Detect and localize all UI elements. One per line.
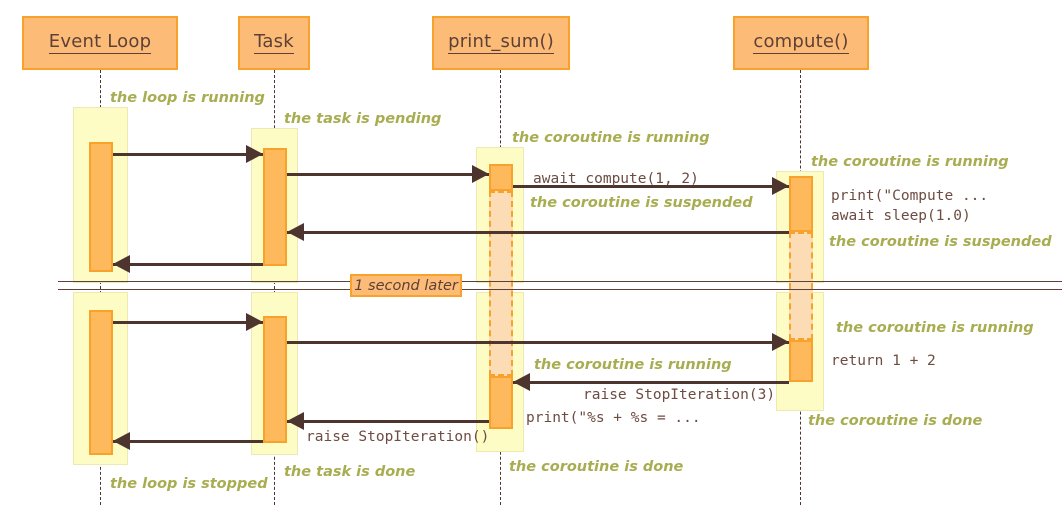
state-note-label: the coroutine is running xyxy=(811,154,1009,170)
activation-compute-running xyxy=(789,176,813,232)
message-arrowhead-m10 xyxy=(113,432,130,450)
code-label: await compute(1, 2) xyxy=(533,171,699,187)
message-arrowhead-m2 xyxy=(472,165,489,183)
activation-event-loop-running xyxy=(89,310,113,455)
participant-label: Event Loop xyxy=(48,31,152,55)
delay-divider-label: 1 second later xyxy=(350,274,462,297)
code-label: await sleep(1.0) xyxy=(831,208,971,224)
activation-print-sum-suspended xyxy=(489,191,513,376)
activation-event-loop-running xyxy=(89,142,113,272)
activation-task-running xyxy=(263,148,287,266)
state-note-label: the coroutine is suspended xyxy=(530,195,753,211)
activation-print-sum-running xyxy=(489,164,513,191)
lifeline-task xyxy=(274,70,275,505)
delay-divider-rule-1 xyxy=(58,281,1062,282)
message-arrowhead-m8 xyxy=(513,373,530,391)
message-line-m8 xyxy=(513,381,789,384)
lifeline-event-loop xyxy=(100,70,101,505)
participant-task[interactable]: Task xyxy=(238,16,310,70)
code-label: return 1 + 2 xyxy=(831,353,936,369)
message-line-m3 xyxy=(513,185,789,188)
message-line-m4 xyxy=(287,231,789,234)
participant-event-loop[interactable]: Event Loop xyxy=(22,16,178,70)
message-arrowhead-m9 xyxy=(287,412,304,430)
message-line-m6 xyxy=(113,321,263,324)
message-line-m7 xyxy=(287,341,789,344)
code-label: raise StopIteration(3) xyxy=(583,387,776,403)
state-note-label: the coroutine is running xyxy=(836,320,1034,336)
state-note-label: the coroutine is suspended xyxy=(829,234,1052,250)
state-note-label: the coroutine is done xyxy=(808,413,983,429)
activation-compute-suspended xyxy=(789,232,813,340)
message-arrowhead-m1 xyxy=(246,145,263,163)
state-note-label: the task is pending xyxy=(284,111,442,127)
code-label: print("%s + %s = ... xyxy=(526,410,701,426)
activation-print-sum-running xyxy=(489,376,513,429)
activation-compute-running xyxy=(789,340,813,382)
message-arrowhead-m5 xyxy=(113,255,130,273)
state-note-label: the loop is running xyxy=(110,90,265,106)
participant-label: Task xyxy=(254,31,294,55)
state-note-label: the coroutine is running xyxy=(512,130,710,146)
participant-label: print_sum() xyxy=(448,31,554,55)
message-line-m5 xyxy=(113,263,263,266)
message-arrowhead-m6 xyxy=(246,313,263,331)
message-line-m9 xyxy=(287,420,489,423)
message-arrowhead-m7 xyxy=(772,333,789,351)
state-note-label: the task is done xyxy=(284,464,416,480)
message-line-m1 xyxy=(113,153,263,156)
participant-print-sum[interactable]: print_sum() xyxy=(432,16,570,70)
state-note-label: the coroutine is running xyxy=(534,357,732,373)
message-arrowhead-m4 xyxy=(287,223,304,241)
activation-task-running xyxy=(263,316,287,443)
state-note-label: the loop is stopped xyxy=(110,476,268,492)
message-line-m10 xyxy=(113,440,263,443)
message-arrowhead-m3 xyxy=(772,177,789,195)
participant-label: compute() xyxy=(753,31,849,55)
participant-compute[interactable]: compute() xyxy=(733,16,869,70)
code-label: raise StopIteration() xyxy=(306,429,490,445)
code-label: print("Compute ... xyxy=(831,188,989,204)
delay-divider-rule-2 xyxy=(58,289,1062,290)
message-line-m2 xyxy=(287,173,489,176)
state-note-label: the coroutine is done xyxy=(509,459,684,475)
